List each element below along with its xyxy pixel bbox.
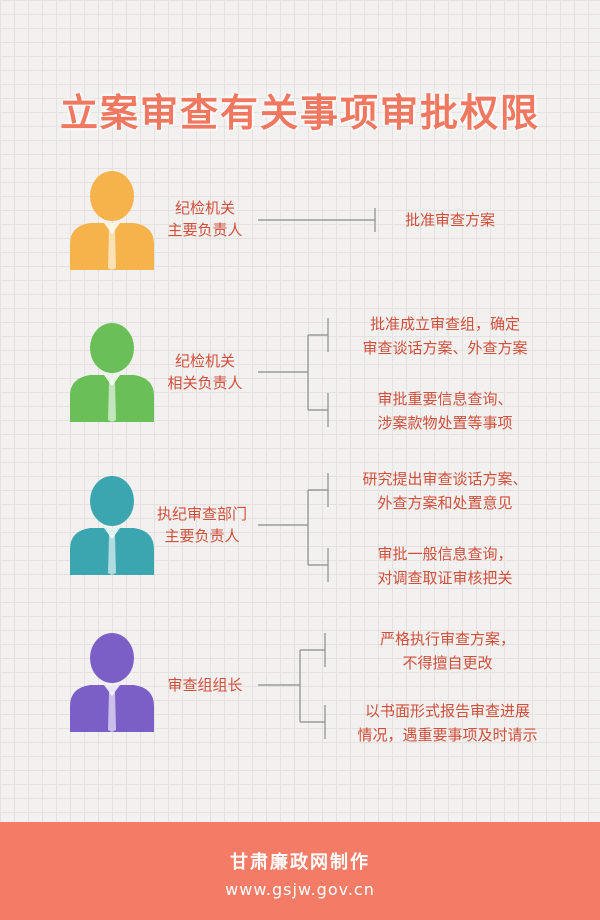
- footer-org: 甘肃廉政网制作: [230, 852, 370, 873]
- person-icon-leader-main: [70, 170, 154, 270]
- person-icon-leader-related: [70, 322, 154, 422]
- permission-item: 审批一般信息查询， 对调查取证审核把关: [377, 545, 513, 587]
- person-icon-team-leader: [70, 632, 154, 732]
- footer-url[interactable]: www.gsjw.gov.cn: [225, 880, 375, 899]
- permission-item: 研究提出审查谈话方案、 外查方案和处置意见: [362, 470, 528, 512]
- footer: 甘肃廉政网制作 www.gsjw.gov.cn: [0, 822, 600, 920]
- role-label: 审查组组长: [167, 676, 243, 694]
- person-icon-dept-head: [70, 475, 154, 575]
- role-label: 纪检机关 相关负责人: [167, 352, 243, 392]
- role-label: 纪检机关 主要负责人: [167, 199, 243, 239]
- permission-item: 以书面形式报告审查进展 情况，遇重要事项及时请示: [357, 702, 538, 744]
- permission-item: 批准审查方案: [404, 211, 495, 229]
- permission-item: 批准成立审查组，确定 审查谈话方案、外查方案: [362, 315, 528, 357]
- role-label: 执纪审查部门 主要负责人: [156, 505, 247, 545]
- page-title: 立案审查有关事项审批权限: [59, 90, 540, 135]
- permission-item: 审批重要信息查询、 涉案款物处置等事项: [377, 390, 513, 432]
- permission-item: 严格执行审查方案， 不得擅自更改: [379, 630, 515, 672]
- person-head: [90, 171, 134, 221]
